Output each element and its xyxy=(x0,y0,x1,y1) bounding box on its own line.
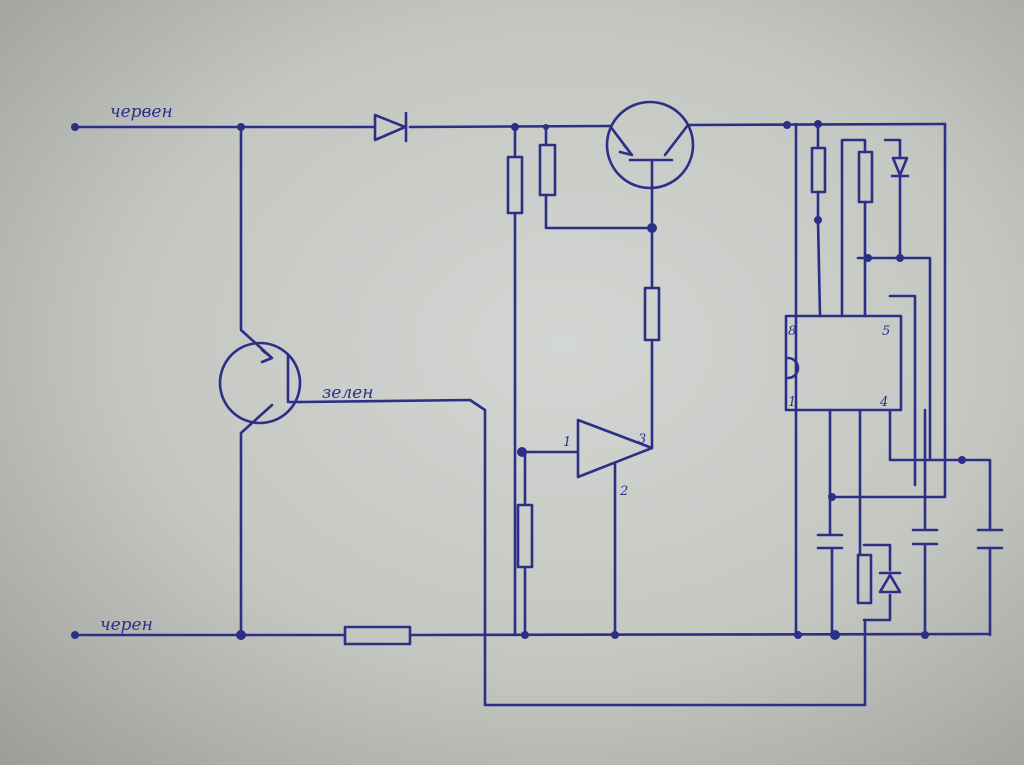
label-green-wire: зелен xyxy=(322,383,373,403)
divider-network xyxy=(236,123,661,640)
opamp xyxy=(520,418,654,639)
ic-pin-4: 4 xyxy=(879,395,888,410)
ic-pin-8: 8 xyxy=(788,324,796,339)
ic-pin-5: 5 xyxy=(882,324,890,339)
diode-input xyxy=(373,111,408,143)
top-rail xyxy=(71,122,947,131)
ic-pin-1: 1 xyxy=(788,395,796,410)
opamp-pin-in: 1 xyxy=(563,435,571,450)
label-red-wire: червен xyxy=(110,102,173,122)
bottom-rail xyxy=(71,631,992,639)
opamp-pin-out: 3 xyxy=(638,432,646,447)
ic-8pin xyxy=(784,314,903,412)
transistor-top xyxy=(605,100,695,230)
opamp-pin-gnd: 2 xyxy=(619,484,628,499)
transistor-left xyxy=(218,125,867,707)
label-black-wire: черен xyxy=(100,615,153,635)
timer-network xyxy=(783,120,1004,640)
resistor-shunt xyxy=(343,625,412,646)
